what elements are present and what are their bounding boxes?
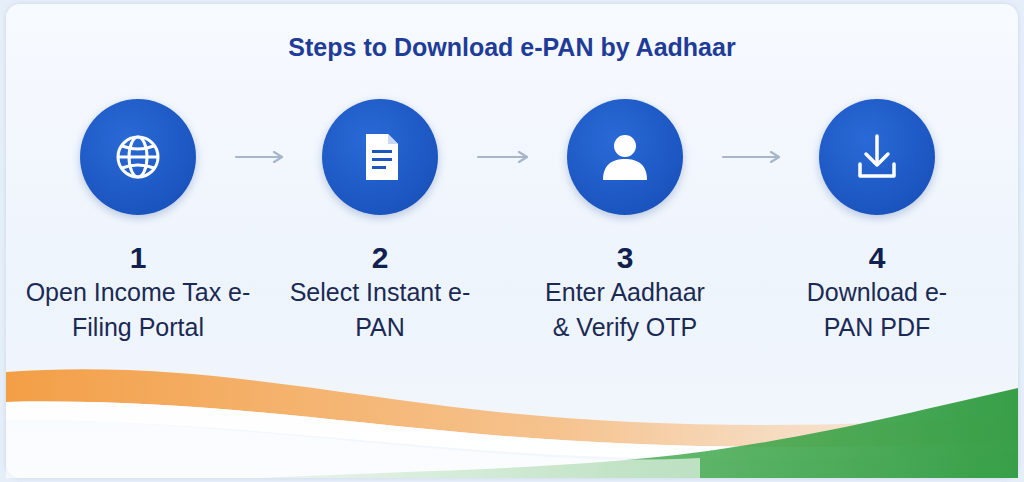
step-circle: 4Download e-PAN PDF xyxy=(819,99,935,215)
step-label: Select Instant e-PAN xyxy=(275,275,485,345)
globe-icon xyxy=(118,137,158,177)
diagram-title: Steps to Download e-PAN by Aadhaar xyxy=(0,30,1024,64)
step-number: 2 xyxy=(372,241,389,275)
step-circle: 2Select Instant e-PAN xyxy=(322,99,438,215)
step-label: Enter Aadhaar & Verify OTP xyxy=(537,275,713,345)
white-wave-lower xyxy=(6,420,700,478)
step-number: 3 xyxy=(617,241,634,275)
download-icon xyxy=(860,136,894,176)
step-number: 4 xyxy=(869,241,886,275)
person-icon xyxy=(603,135,647,180)
document-icon xyxy=(366,134,398,180)
step-circle: 1Open Income Tax e-Filing Portal xyxy=(80,99,196,215)
flow-arrow xyxy=(723,156,779,158)
flow-arrow xyxy=(478,156,527,158)
step-number: 1 xyxy=(130,241,147,275)
step-label: Download e-PAN PDF xyxy=(789,275,965,345)
step-label: Open Income Tax e-Filing Portal xyxy=(22,275,254,345)
flow-arrow xyxy=(236,156,282,158)
step-circle: 3Enter Aadhaar & Verify OTP xyxy=(567,99,683,215)
